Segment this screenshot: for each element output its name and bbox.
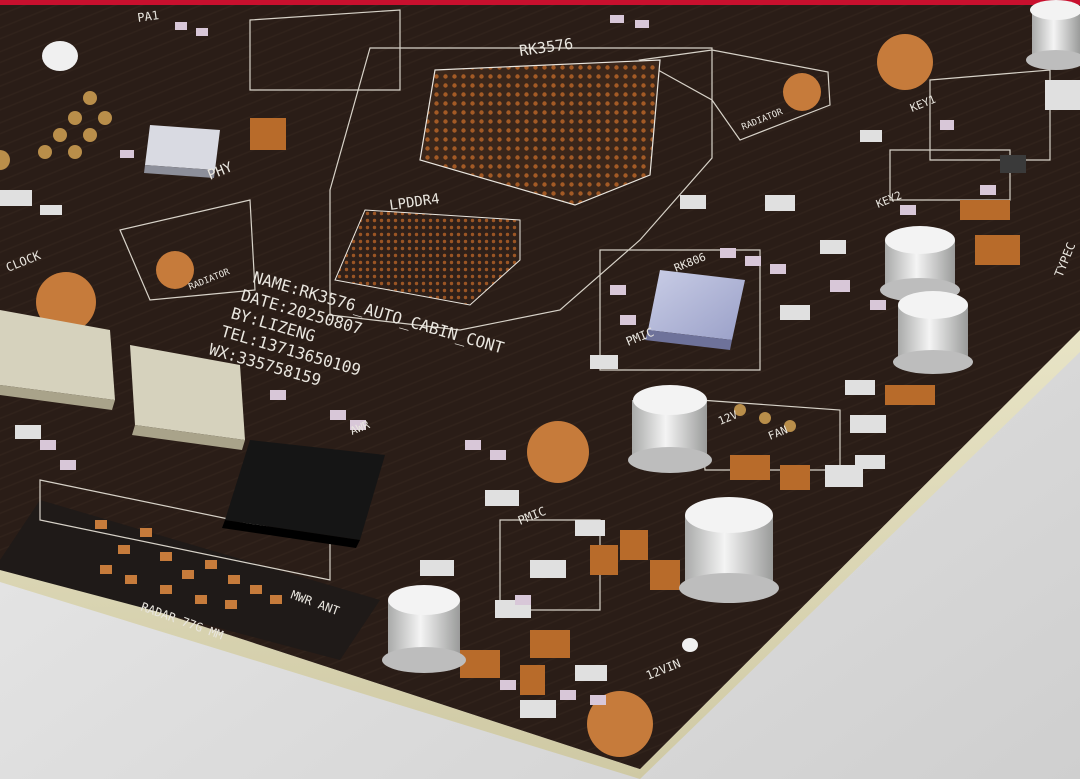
through-holes: [0, 91, 796, 432]
radar-antenna-pads: [95, 520, 282, 609]
rk806-chip: [645, 270, 745, 350]
label-pa: PA1: [136, 8, 159, 25]
connector-j1: [0, 310, 115, 410]
viewport-top-border: [0, 0, 1080, 5]
phy-chip: [144, 125, 220, 178]
board-edge: [0, 330, 1080, 779]
lpddr4-array: [334, 209, 521, 306]
label-lpddr: LPDDR4: [388, 191, 440, 214]
awr-chip: [222, 440, 385, 548]
electrolytic-capacitors: [382, 0, 1080, 673]
smd-components: [0, 15, 1080, 718]
soc-bga: [419, 59, 661, 206]
connector-j2: [130, 345, 245, 450]
